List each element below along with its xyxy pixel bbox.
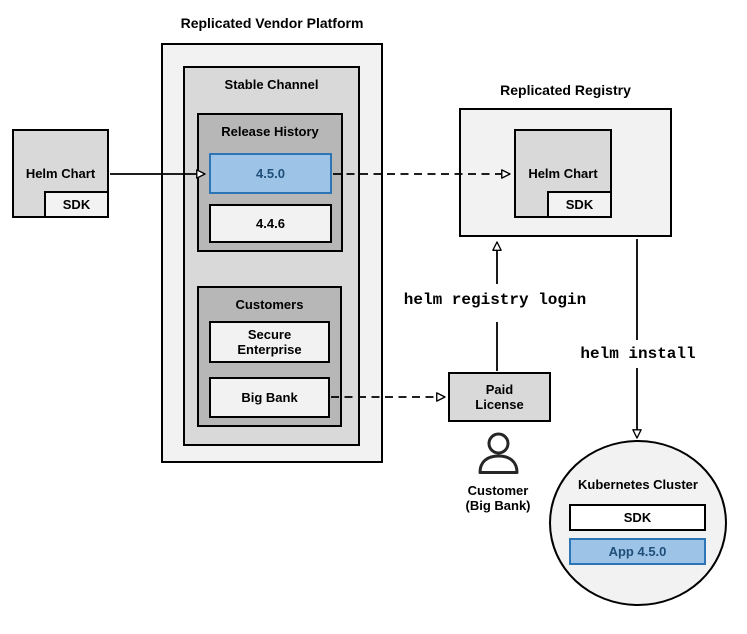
customer-caption: Customer (Big Bank) — [465, 483, 531, 513]
command-helm-install: helm install — [580, 345, 696, 363]
cluster-sdk-box: SDK — [569, 504, 706, 531]
registry-title: Replicated Registry — [500, 82, 631, 98]
release-history-label: Release History — [221, 124, 319, 139]
command-registry-login: helm registry login — [403, 291, 587, 309]
source-sdk-box: SDK — [44, 191, 109, 218]
stable-channel-label: Stable Channel — [224, 77, 319, 92]
release-box-previous: 4.4.6 — [209, 204, 332, 243]
vendor-platform-title: Replicated Vendor Platform — [180, 15, 364, 31]
paid-license-label: Paid License — [475, 382, 524, 412]
kubernetes-cluster-title: Kubernetes Cluster — [578, 477, 698, 492]
customers-label: Customers — [235, 297, 304, 312]
cluster-app-label: App 4.5.0 — [608, 544, 667, 559]
paid-license-box: Paid License — [448, 372, 551, 422]
customer-name: Secure Enterprise — [237, 327, 302, 357]
cluster-sdk-label: SDK — [623, 510, 652, 525]
customer-box-big-bank: Big Bank — [209, 377, 330, 418]
registry-sdk-box: SDK — [547, 191, 612, 218]
source-helm-chart-label: Helm Chart — [25, 166, 96, 181]
cluster-app-box: App 4.5.0 — [569, 538, 706, 565]
release-box-current: 4.5.0 — [209, 153, 332, 194]
customer-name: Big Bank — [241, 390, 298, 405]
customer-box-secure-enterprise: Secure Enterprise — [209, 321, 330, 363]
registry-sdk-label: SDK — [565, 197, 594, 212]
person-icon — [478, 432, 519, 474]
release-version-label: 4.4.6 — [256, 216, 285, 231]
source-sdk-label: SDK — [62, 197, 91, 212]
registry-helm-chart-label: Helm Chart — [528, 166, 598, 181]
kubernetes-cluster-circle: Kubernetes Cluster SDK App 4.5.0 — [549, 440, 727, 606]
release-version-label: 4.5.0 — [256, 166, 285, 181]
